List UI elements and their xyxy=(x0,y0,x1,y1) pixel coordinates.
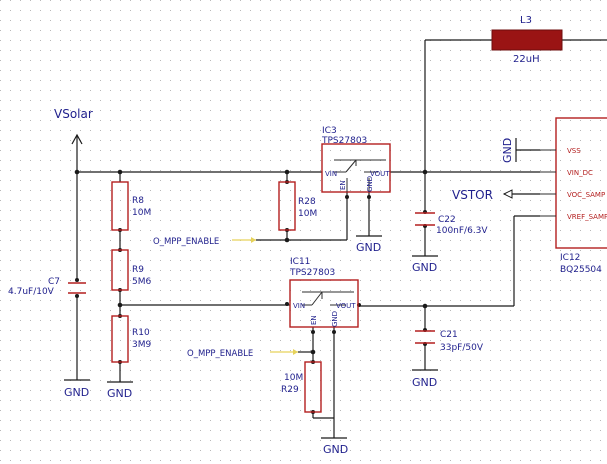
c21-ref: C21 xyxy=(440,330,458,340)
gnd-vss: GND xyxy=(501,138,517,163)
ic11-pin-gnd: GND xyxy=(331,311,339,327)
r8-ref: R8 xyxy=(132,196,144,206)
capacitor-c22[interactable]: C22 100nF/6.3V xyxy=(415,212,488,236)
c7-ref: C7 xyxy=(48,277,60,287)
resistor-r8[interactable]: R8 10M xyxy=(111,181,151,231)
c22-value: 100nF/6.3V xyxy=(436,226,488,236)
r28-value: 10M xyxy=(298,209,317,219)
gnd-ic11: GND xyxy=(321,437,348,456)
vsolar-label: VSolar xyxy=(54,107,93,121)
r8-value: 10M xyxy=(132,208,151,218)
ic3-load-switch[interactable]: IC3 TPS27803 VIN EN GND VOUT xyxy=(321,126,391,193)
gnd-c21: GND xyxy=(412,369,438,389)
ic12-pin-vref-samp: VREF_SAMP xyxy=(567,213,607,221)
capacitor-c7[interactable]: C7 4.7uF/10V xyxy=(8,277,86,297)
resistor-r29[interactable]: 10M R29 xyxy=(281,361,322,413)
ic12-pin-voc-samp: VOC_SAMP xyxy=(567,191,605,199)
capacitor-c21[interactable]: C21 33pF/50V xyxy=(415,330,484,353)
c7-value: 4.7uF/10V xyxy=(8,287,55,297)
gnd-c7: GND xyxy=(64,379,90,399)
r29-value: 10M xyxy=(284,373,303,383)
l3-ref: L3 xyxy=(520,15,532,26)
r29-ref: R29 xyxy=(281,385,299,395)
ic3-pin-vin: VIN xyxy=(325,170,337,178)
c22-ref: C22 xyxy=(438,215,456,225)
ic11-load-switch[interactable]: IC11 TPS27803 VIN EN GND VOUT xyxy=(289,257,359,328)
ic12-pin-vss: VSS xyxy=(567,147,581,155)
gnd-ic11-label: GND xyxy=(323,443,348,456)
junctions xyxy=(74,169,428,414)
gnd-r10: GND xyxy=(107,381,133,400)
ic3-ref: IC3 xyxy=(322,126,337,136)
r9-value: 5M6 xyxy=(132,277,151,287)
vstor-port[interactable]: VSTOR xyxy=(452,188,513,202)
ic3-part: TPS27803 xyxy=(321,136,367,146)
gnd-vss-label: GND xyxy=(501,138,514,163)
ic12-ref: IC12 xyxy=(560,253,580,263)
gnd-ic3: GND xyxy=(356,235,382,254)
r28-ref: R28 xyxy=(298,197,316,207)
vsolar-port[interactable]: VSolar xyxy=(54,107,93,145)
ic11-pin-en: EN xyxy=(310,315,318,325)
l3-value: 22uH xyxy=(513,54,540,65)
r10-ref: R10 xyxy=(132,328,150,338)
ic11-pin-vout: VOUT xyxy=(336,302,356,310)
ic11-ref: IC11 xyxy=(290,257,310,267)
gnd-ic3-label: GND xyxy=(356,241,381,254)
ic12-pin-vin-dc: VIN_DC xyxy=(567,169,593,177)
ic3-pin-gnd: GND xyxy=(366,176,374,192)
ic3-pin-en: EN xyxy=(339,180,347,190)
c21-value: 33pF/50V xyxy=(440,343,484,353)
gnd-r10-label: GND xyxy=(107,387,132,400)
vstor-label: VSTOR xyxy=(452,188,493,202)
gnd-c21-label: GND xyxy=(412,376,437,389)
ic12-harvester[interactable]: VSS VIN_DC VOC_SAMP VREF_SAMP IC12 BQ255… xyxy=(540,117,607,275)
wires xyxy=(76,39,607,438)
ic12-part: BQ25504 xyxy=(560,265,602,275)
mpp-enable-top-label: O_MPP_ENABLE xyxy=(153,237,219,247)
inductor-l3[interactable]: L3 22uH xyxy=(491,15,563,65)
r10-value: 3M9 xyxy=(132,340,151,350)
mpp-enable-bottom-port[interactable]: O_MPP_ENABLE xyxy=(187,349,298,359)
resistor-r28[interactable]: R28 10M xyxy=(278,181,317,231)
ic3-pin-vout: VOUT xyxy=(370,170,390,178)
resistor-r10[interactable]: R10 3M9 xyxy=(111,315,151,363)
gnd-c7-label: GND xyxy=(64,386,89,399)
ic11-part: TPS27803 xyxy=(289,268,335,278)
mpp-enable-top-port[interactable]: O_MPP_ENABLE xyxy=(153,237,256,247)
resistor-r9[interactable]: R9 5M6 xyxy=(111,249,151,291)
r9-ref: R9 xyxy=(132,265,144,275)
ic11-pin-vin: VIN xyxy=(293,302,305,310)
gnd-c22-label: GND xyxy=(412,261,437,274)
mpp-enable-bottom-label: O_MPP_ENABLE xyxy=(187,349,253,359)
gnd-c22: GND xyxy=(412,255,438,274)
